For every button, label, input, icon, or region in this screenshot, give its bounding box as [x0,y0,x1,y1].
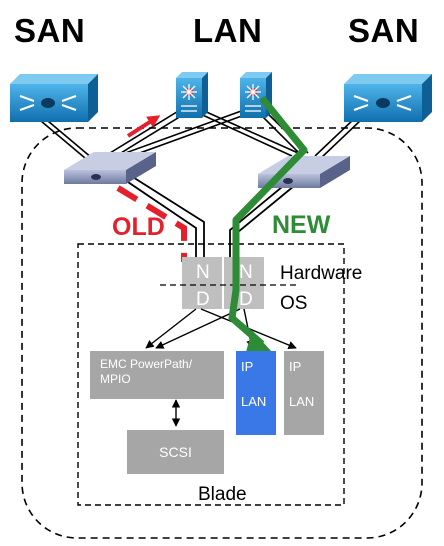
ip-lan-active-bottom: LAN [241,394,267,409]
scsi-box: SCSI [127,430,224,474]
ip-lan-standby-bottom: LAN [289,394,315,409]
nic-left-d: D [196,289,210,310]
new-path [228,95,308,347]
os-label: OS [280,293,308,314]
lan-switch-left [176,72,208,118]
fabric-switch-left [64,152,156,184]
ip-lan-box-active: IP LAN [236,351,276,435]
powerpath-box: EMC PowerPath/ MPIO [90,351,224,399]
ip-lan-box-standby: IP LAN [284,351,324,435]
nic-left [182,257,222,309]
nic-right-d: D [239,289,253,310]
powerpath-line2: MPIO [100,372,131,386]
san-left-label: SAN [14,12,86,49]
new-label: NEW [272,211,331,239]
san-right-label: SAN [348,12,420,49]
ip-lan-active-top: IP [241,359,254,374]
nic-right-n: N [239,262,253,283]
old-path [116,115,187,262]
blade-label: Blade [198,484,247,505]
hardware-label: Hardware [280,263,363,284]
nic-right [224,257,264,309]
lan-switch-right [240,72,272,118]
lan-label: LAN [193,12,263,49]
san-switch-right [344,74,432,122]
scsi-label: SCSI [159,444,192,460]
san-switch-left [10,74,98,122]
powerpath-line1: EMC PowerPath/ [100,357,193,371]
ip-lan-standby-top: IP [289,359,302,374]
blade-boundary [77,243,345,506]
nic-left-n: N [196,262,210,283]
old-label: OLD [112,213,165,241]
chassis-boundary [21,127,423,539]
new-path-arrowhead [246,330,272,352]
